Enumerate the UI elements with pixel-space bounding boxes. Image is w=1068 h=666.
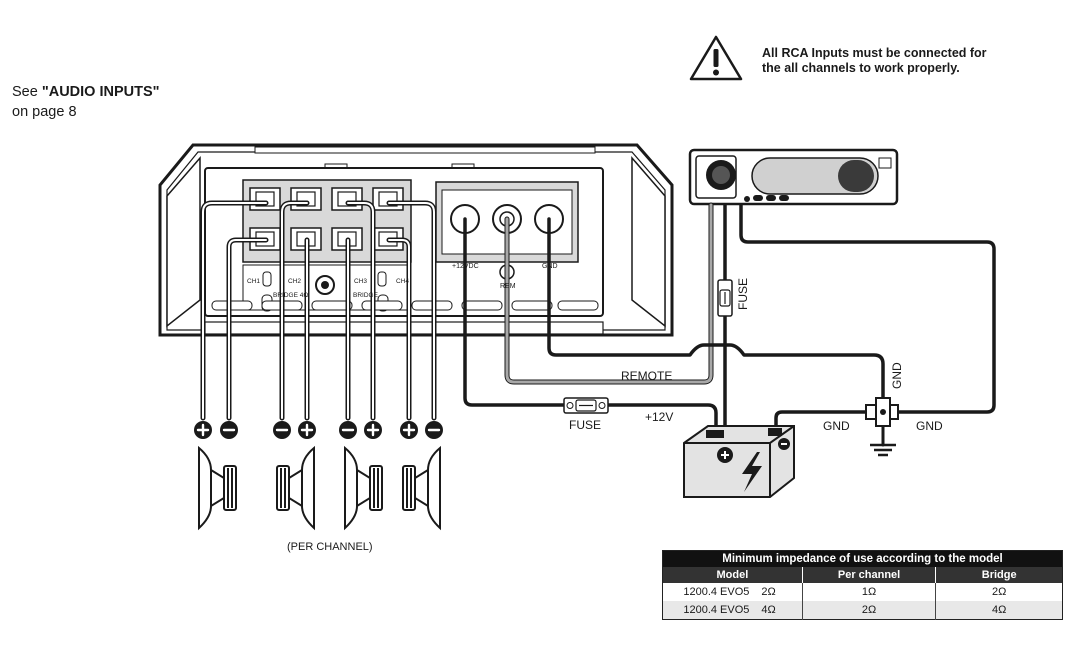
note-audio-inputs-link[interactable]: "AUDIO INPUTS"	[41, 84, 160, 100]
speaker-2-icon	[276, 445, 315, 531]
fuse-vertical-label: FUSE	[736, 277, 750, 310]
ch3-label: CH3	[354, 278, 368, 285]
gnd-left-label: GND	[823, 419, 850, 433]
ch4-label: CH4	[396, 278, 410, 285]
cell-bridge: 2Ω	[935, 583, 1063, 601]
header-per-channel: Per channel	[801, 567, 936, 583]
speaker-4-icon	[402, 445, 441, 531]
bridge-right-label: BRIDGE	[353, 292, 378, 299]
head-unit	[688, 148, 899, 206]
table-caption: Minimum impedance of use according to th…	[662, 550, 1063, 567]
ground-distribution-block	[865, 397, 899, 427]
bridge-left-label: BRIDGE 4Ω	[273, 292, 309, 299]
ch1-label: CH1	[247, 278, 261, 285]
header-model: Model	[662, 567, 803, 583]
warning-line-1: All RCA Inputs must be connected for	[762, 46, 987, 60]
ch2-label: CH2	[288, 278, 302, 285]
cell-per-channel: 1Ω	[801, 583, 936, 601]
warning-triangle-icon	[689, 35, 743, 81]
fuse-horizontal-label: FUSE	[569, 418, 602, 432]
speaker-3-icon	[344, 445, 383, 531]
speaker-1-icon	[198, 445, 237, 531]
lightning-bolt-icon	[742, 452, 762, 492]
rem-label: REM	[500, 283, 516, 290]
audio-inputs-note: See "AUDIO INPUTS" on page 8	[12, 82, 160, 122]
wires	[200, 200, 996, 447]
cell-per-channel: 2Ω	[801, 601, 936, 620]
cell-bridge: 4Ω	[935, 601, 1063, 620]
note-prefix: See	[12, 84, 42, 100]
plus12v-label: +12V	[645, 410, 674, 424]
fuse-horizontal-icon	[563, 397, 609, 414]
impedance-table: Minimum impedance of use according to th…	[662, 550, 1063, 620]
car-battery	[683, 425, 795, 498]
header-bridge: Bridge	[935, 567, 1063, 583]
remote-label: REMOTE	[621, 369, 673, 383]
gnd-amp-label: GND	[542, 263, 558, 270]
fuse-vertical-icon	[717, 279, 733, 317]
speaker-polarity-markers	[194, 421, 443, 439]
gnd-vertical-label: GND	[890, 362, 904, 389]
per-channel-caption: (PER CHANNEL)	[287, 541, 373, 553]
chassis-ground-icon	[870, 443, 896, 457]
warning-line-2: the all channels to work properly.	[762, 61, 960, 75]
rca-warning: All RCA Inputs must be connected for the…	[688, 34, 1028, 84]
gnd-right-label: GND	[916, 419, 943, 433]
note-page-ref: on page 8	[12, 104, 77, 120]
plus12vdc-label: +12VDC	[452, 263, 479, 270]
